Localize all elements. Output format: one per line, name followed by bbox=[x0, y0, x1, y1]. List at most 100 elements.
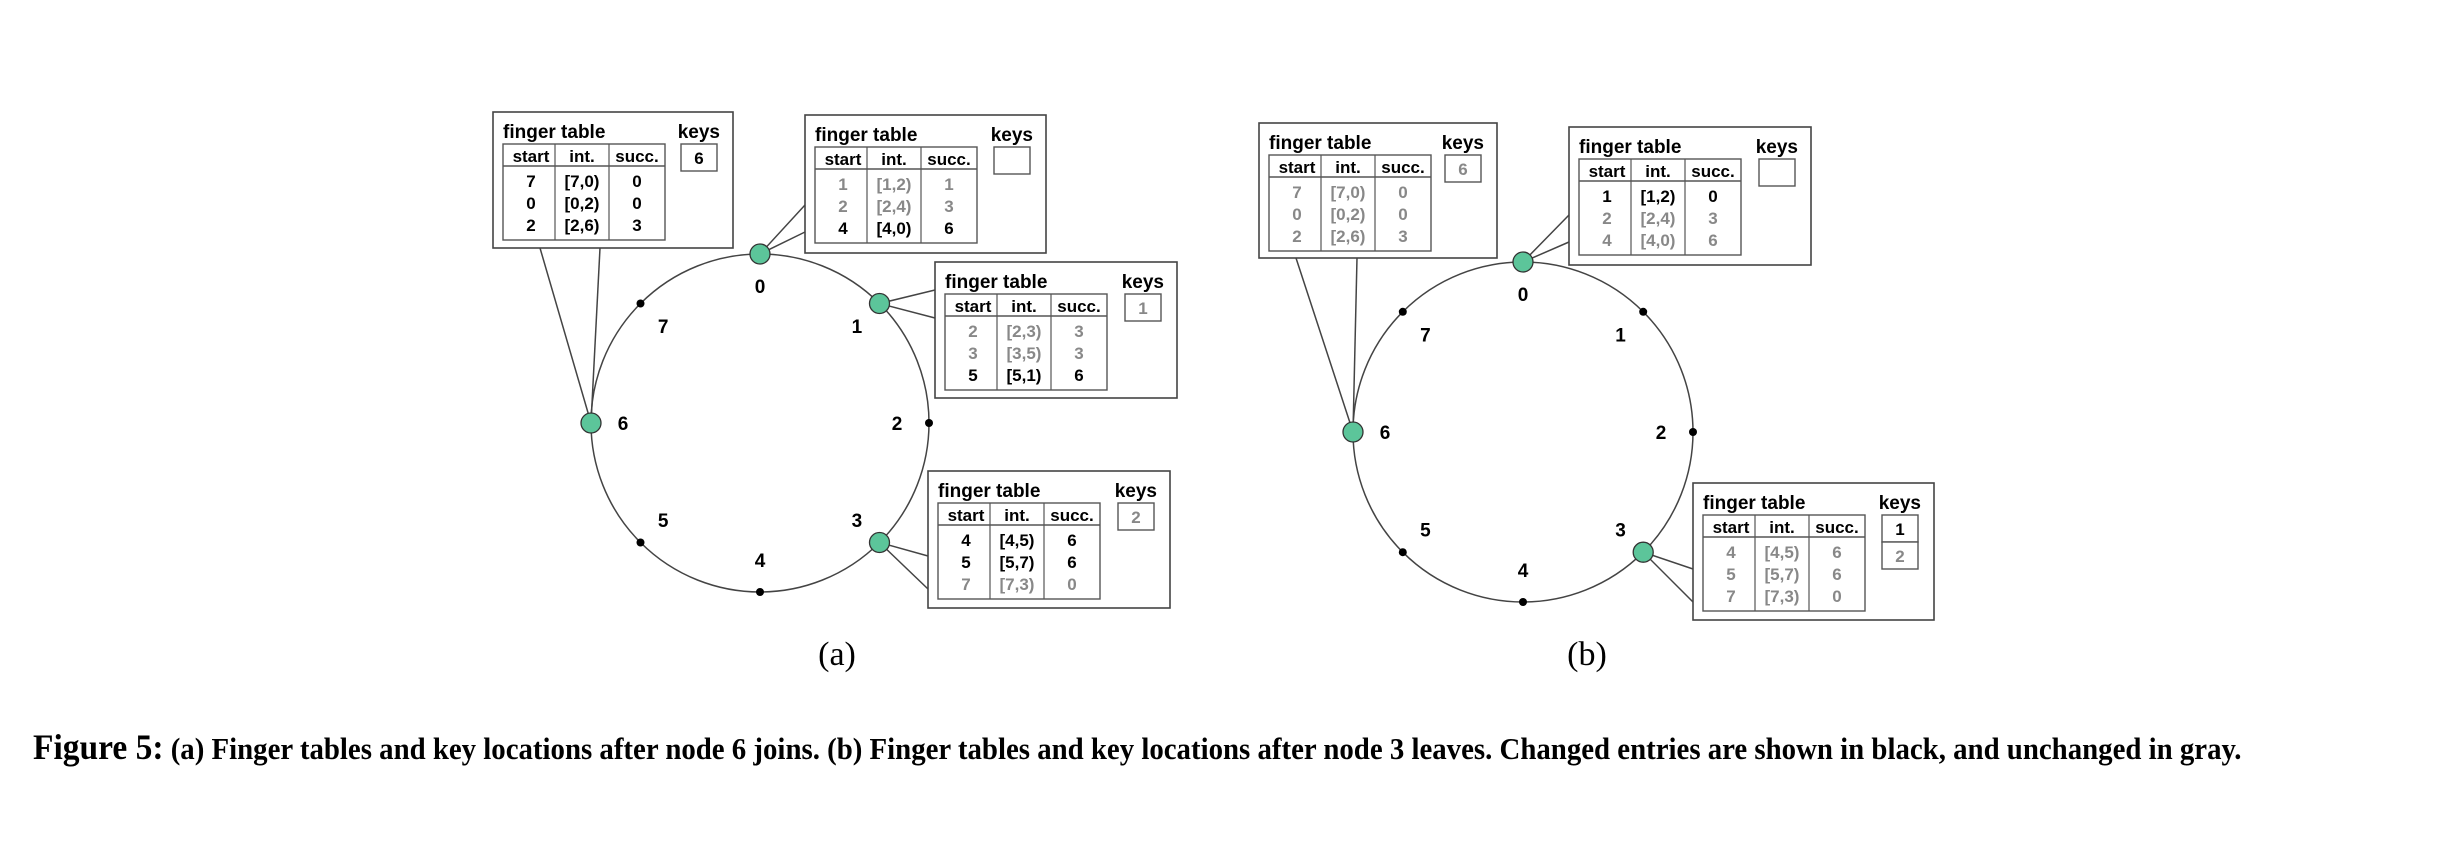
callout-pointer-node-0 bbox=[1522, 214, 1570, 263]
cell-succ: 0 bbox=[1398, 205, 1407, 224]
callout-box bbox=[1568, 126, 1812, 266]
column-header: int. bbox=[1769, 518, 1795, 537]
cell-start: 3 bbox=[968, 344, 977, 363]
node-6 bbox=[580, 412, 602, 434]
identifier-dot-7 bbox=[636, 299, 645, 308]
cell-int: [1,2) bbox=[1641, 187, 1676, 206]
identifier-dot-2 bbox=[925, 419, 933, 427]
callout-box bbox=[492, 111, 734, 249]
finger-table-row: 2[2,6)3 bbox=[526, 216, 641, 235]
column-header: int. bbox=[1335, 158, 1361, 177]
cell-succ: 3 bbox=[632, 216, 641, 235]
cell-start: 2 bbox=[1602, 209, 1611, 228]
node-0 bbox=[1512, 251, 1534, 273]
caption-text: (a) Finger tables and key locations afte… bbox=[170, 731, 2242, 766]
key-value: 6 bbox=[1458, 160, 1467, 179]
cell-start: 7 bbox=[1726, 587, 1735, 606]
finger-table-title: finger table bbox=[938, 481, 1040, 502]
finger-table-row: 7[7,0)0 bbox=[526, 172, 641, 191]
identifier-label-7: 7 bbox=[1420, 325, 1431, 346]
panel-b-label: (b) bbox=[1567, 636, 1607, 673]
identifier-label-1: 1 bbox=[852, 317, 863, 338]
column-header: succ. bbox=[927, 150, 970, 169]
cell-int: [7,0) bbox=[1331, 183, 1366, 202]
finger-table-row: 4[4,5)6 bbox=[1726, 543, 1841, 562]
cell-start: 5 bbox=[1726, 565, 1735, 584]
finger-table-grid bbox=[1702, 514, 1866, 612]
identifier-label-4: 4 bbox=[1518, 561, 1529, 582]
cell-int: [5,7) bbox=[1765, 565, 1800, 584]
finger-table-title: finger table bbox=[1579, 137, 1681, 158]
cell-int: [4,0) bbox=[877, 219, 912, 238]
finger-table-grid bbox=[1268, 154, 1432, 252]
finger-table-row: 2[2,6)3 bbox=[1292, 227, 1407, 246]
cell-start: 5 bbox=[968, 366, 977, 385]
finger-table-row: 7[7,3)0 bbox=[1726, 587, 1841, 606]
figure-caption: Figure 5: (a) Finger tables and key loca… bbox=[33, 722, 2246, 774]
finger-table-grid bbox=[937, 502, 1101, 600]
column-header: start bbox=[1279, 158, 1316, 177]
keys-box bbox=[1881, 541, 1919, 570]
finger-table-row: 5[5,7)6 bbox=[961, 553, 1076, 572]
callout-pointer-node-6 bbox=[539, 247, 592, 424]
callout-pointer-node-0 bbox=[759, 204, 806, 255]
identifier-dot-4 bbox=[756, 588, 764, 596]
identifier-dot-4 bbox=[1519, 598, 1527, 606]
cell-int: [7,0) bbox=[565, 172, 600, 191]
keys-title: keys bbox=[1879, 493, 1921, 514]
identifier-label-4: 4 bbox=[755, 551, 766, 572]
finger-table-row: 2[2,4)3 bbox=[838, 197, 953, 216]
callout-box bbox=[804, 114, 1047, 254]
cell-succ: 3 bbox=[944, 197, 953, 216]
finger-table-title: finger table bbox=[1703, 493, 1805, 514]
column-header: int. bbox=[1004, 506, 1030, 525]
cell-int: [2,6) bbox=[1331, 227, 1366, 246]
cell-int: [5,7) bbox=[1000, 553, 1035, 572]
keys-box bbox=[1881, 514, 1919, 543]
cell-succ: 6 bbox=[1832, 543, 1841, 562]
column-header: succ. bbox=[1050, 506, 1093, 525]
keys-box bbox=[1117, 502, 1155, 531]
identifier-dot-2 bbox=[1689, 428, 1697, 436]
cell-int: [7,3) bbox=[1000, 575, 1035, 594]
finger-table-grid bbox=[944, 293, 1108, 391]
cell-int: [4,0) bbox=[1641, 231, 1676, 250]
identifier-label-3: 3 bbox=[1615, 521, 1626, 542]
cell-start: 2 bbox=[1292, 227, 1301, 246]
node-3 bbox=[1632, 541, 1654, 563]
identifier-label-1: 1 bbox=[1615, 325, 1626, 346]
cell-int: [5,1) bbox=[1007, 366, 1042, 385]
callout-pointer-node-6 bbox=[1295, 257, 1354, 433]
keys-title: keys bbox=[1756, 137, 1798, 158]
cell-succ: 0 bbox=[1708, 187, 1717, 206]
node-3 bbox=[868, 531, 891, 554]
cell-succ: 0 bbox=[632, 172, 641, 191]
cell-int: [0,2) bbox=[565, 194, 600, 213]
column-header: succ. bbox=[1057, 297, 1100, 316]
callout-box bbox=[927, 470, 1171, 609]
keys-title: keys bbox=[678, 122, 720, 143]
cell-succ: 6 bbox=[1832, 565, 1841, 584]
cell-start: 4 bbox=[1602, 231, 1612, 250]
identifier-label-5: 5 bbox=[1420, 521, 1431, 542]
identifier-label-2: 2 bbox=[1656, 423, 1667, 444]
key-value: 2 bbox=[1895, 547, 1904, 566]
identifier-dot-5 bbox=[636, 538, 645, 547]
cell-start: 4 bbox=[961, 531, 971, 550]
panel-a-label: (a) bbox=[818, 636, 856, 673]
finger-table-row: 0[0,2)0 bbox=[526, 194, 641, 213]
keys-box bbox=[680, 143, 718, 172]
identifier-label-3: 3 bbox=[852, 511, 863, 532]
keys-box bbox=[1124, 293, 1162, 322]
identifier-dot-1 bbox=[1639, 307, 1648, 316]
cell-succ: 0 bbox=[632, 194, 641, 213]
finger-table-row: 1[1,2)0 bbox=[1602, 187, 1717, 206]
cell-succ: 1 bbox=[944, 175, 953, 194]
cell-int: [4,5) bbox=[1765, 543, 1800, 562]
cell-int: [7,3) bbox=[1765, 587, 1800, 606]
